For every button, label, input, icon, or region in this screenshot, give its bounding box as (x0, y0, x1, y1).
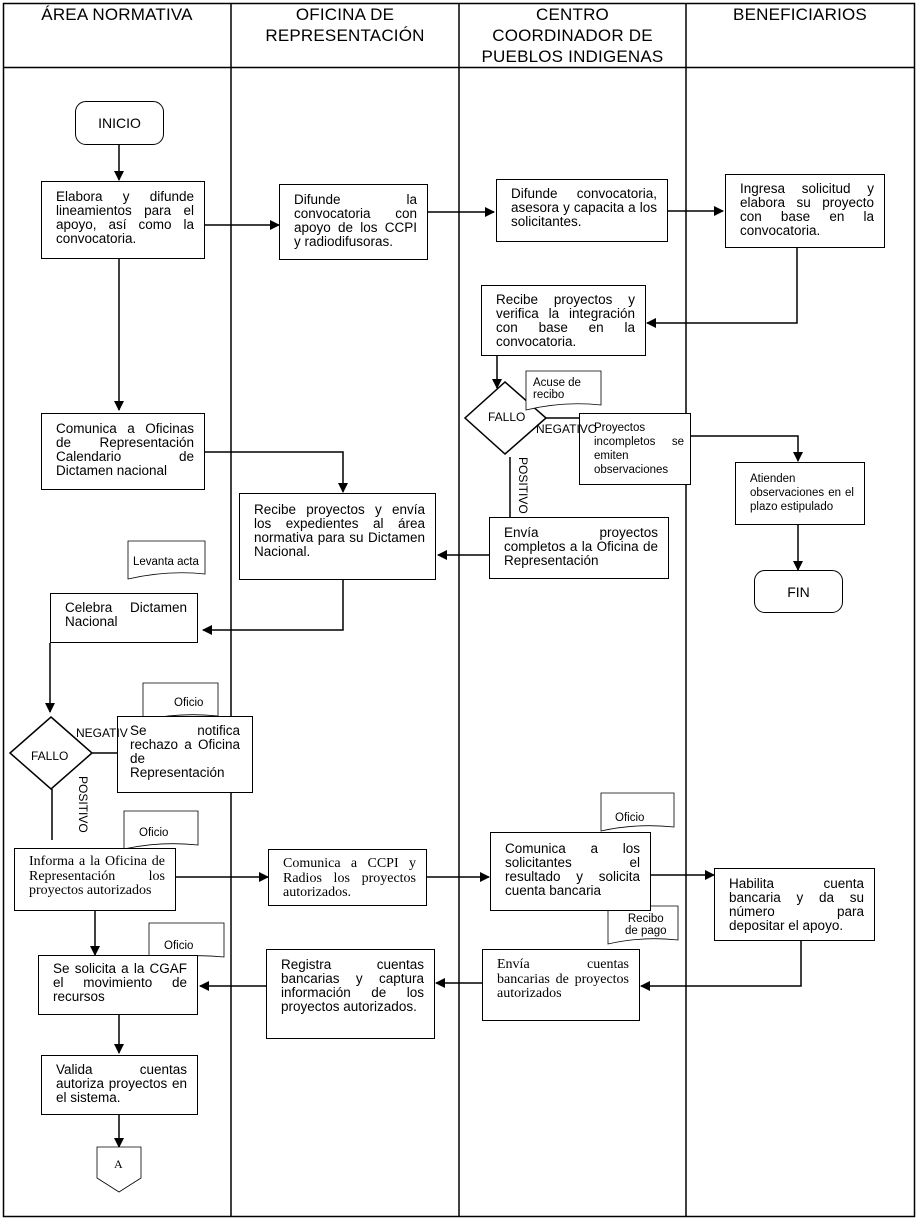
document-oficio-3 (600, 792, 675, 832)
step-difunde-or: Difunde la convocatoria con apoyo de los… (279, 184, 428, 260)
decision-fallo-ccpi-label: FALLO (488, 410, 526, 424)
document-oficio-3-label: Oficio (615, 812, 645, 824)
document-levanta-acta-label: Levanta acta (133, 556, 199, 568)
step-comunica-or: Comunica a Oficinas de Representación Ca… (41, 413, 205, 490)
flow-label-positivo-area: POSITIVO (76, 776, 90, 833)
document-oficio-2-label: Oficio (139, 827, 169, 839)
arrow-incompletos-atienden (691, 435, 803, 462)
arrow-comunica-recibe-envia (205, 451, 348, 493)
lane-header-oficina-line-1: OFICINA DE (295, 5, 395, 24)
arrow-ingresa-recibe (646, 248, 798, 328)
document-recibo-pago-label-line-2: de pago (625, 925, 667, 937)
step-ingresa: Ingresa solicitud y elabora su proyecto … (725, 174, 885, 248)
flow-label-negativo-area: NEGATIV (76, 726, 128, 740)
step-envia-completos: Envía proyectos completos a la Oficina d… (489, 517, 669, 579)
lane-header-ccpi-line-2: COORDINADOR DE (492, 26, 653, 45)
document-oficio-4-label: Oficio (164, 940, 194, 952)
terminal-fin: FIN (754, 570, 843, 613)
step-elabora: Elabora y difunde lineamientos para el a… (41, 181, 205, 259)
document-acuse-label: Acuse de recibo (533, 377, 581, 401)
step-celebra: Celebra Dictamen Nacional (50, 593, 198, 643)
step-atienden: Atienden observaciones en el plazo estip… (735, 462, 865, 525)
step-recibe-verifica: Recibe proyectos y verifica la integraci… (481, 285, 646, 356)
step-solicita-cgaf: Se solicita a la CGAF el movimiento de r… (38, 955, 198, 1015)
arrow-recibe-celebra (202, 580, 344, 635)
flow-label-positivo-ccpi: POSITIVO (516, 457, 530, 514)
lane-header-ccpi-line-1: CENTRO (536, 5, 609, 24)
document-recibo-pago-label-line-1: Recibo (627, 913, 664, 925)
document-recibo-pago (607, 905, 679, 945)
document-acuse-label-line-1: Acuse de (533, 377, 581, 389)
document-recibo-pago-label: Recibo de pago (625, 913, 667, 937)
document-acuse (525, 370, 602, 411)
step-notifica: Se notifica rechazo a Oficina de Represe… (117, 716, 253, 793)
step-habilita: Habilita cuenta bancaria y da su número … (714, 868, 875, 941)
document-acuse-label-line-2: recibo (533, 389, 565, 401)
arrow-habilita-envia (640, 941, 802, 991)
step-recibe-envia: Recibe proyectos y envía los expedientes… (239, 493, 436, 580)
step-valida: Valida cuentas autoriza proyectos en el … (41, 1055, 198, 1115)
offpage-connector (96, 1146, 142, 1193)
flow-label-negativo-ccpi: NEGATIVO (536, 422, 598, 436)
step-proyectos-incompletos: Proyectos incompletos se emiten observac… (579, 413, 691, 485)
step-comunica-ccpi: Comunica a CCPI y Radios los proyectos a… (268, 849, 427, 906)
lane-header-oficina: OFICINA DE REPRESENTACIÓN (231, 4, 459, 46)
lane-header-ccpi: CENTRO COORDINADOR DE PUEBLOS INDIGENAS (459, 4, 686, 67)
document-levanta-acta (127, 540, 206, 580)
decision-fallo-area (8, 716, 94, 790)
lane-header-area-normativa: ÁREA NORMATIVA (41, 5, 193, 24)
lane-header-beneficiarios: BENEFICIARIOS (733, 5, 867, 24)
lane-header-oficina-line-2: REPRESENTACIÓN (265, 26, 425, 45)
offpage-connector-label: A (114, 1157, 123, 1171)
document-oficio-1-label: Oficio (174, 697, 204, 709)
step-registra: Registra cuentas bancarias y captura inf… (266, 949, 435, 1039)
lane-header-ccpi-line-3: PUEBLOS INDIGENAS (481, 47, 664, 66)
step-comunica-solicitantes: Comunica a los solicitantes el resultado… (490, 832, 651, 911)
decision-fallo-area-label: FALLO (31, 749, 69, 763)
step-informa: Informa a la Oficina de Representación l… (14, 848, 176, 911)
terminal-inicio: INICIO (75, 101, 164, 145)
step-envia-cuentas: Envía cuentas bancarias de proyectos aut… (482, 949, 640, 1021)
step-difunde-ccpi: Difunde convocatoria, asesora y capacita… (496, 179, 668, 242)
